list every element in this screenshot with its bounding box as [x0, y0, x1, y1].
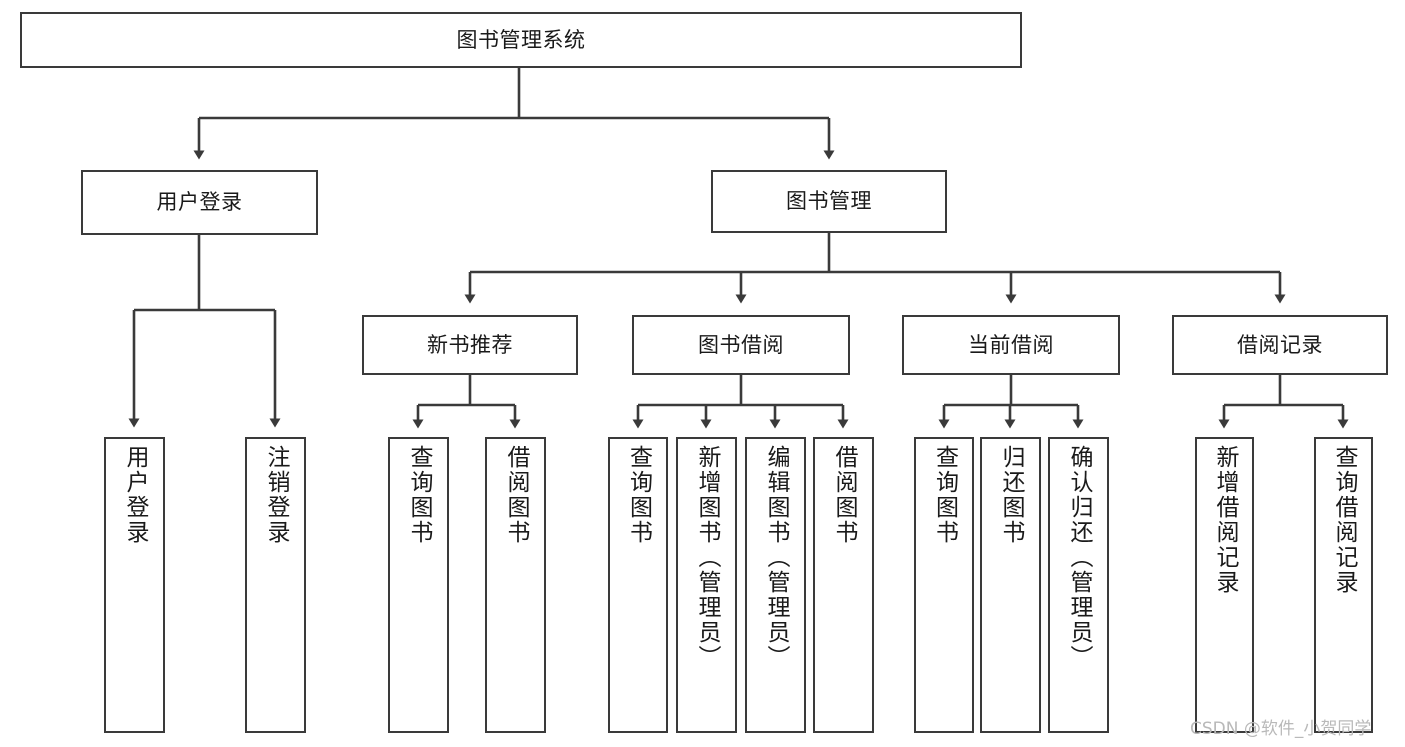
node-label: 借阅图书: [831, 445, 857, 545]
leaf-book-borrow-query[interactable]: 查询图书: [608, 437, 668, 733]
node-label: 用户登录: [156, 190, 243, 215]
leaf-current-borrow-confirm-return[interactable]: 确认归还（管理员）: [1048, 437, 1109, 733]
node-label: 图书管理系统: [456, 27, 586, 52]
node-new-book-recommend[interactable]: 新书推荐: [362, 315, 578, 375]
leaf-borrow-record-add[interactable]: 新增借阅记录: [1195, 437, 1254, 733]
node-label: 查询图书: [625, 445, 652, 545]
leaf-borrow-record-query[interactable]: 查询借阅记录: [1314, 437, 1373, 733]
leaf-book-borrow-add[interactable]: 新增图书（管理员）: [676, 437, 737, 733]
node-label: 确认归还（管理员）: [1066, 445, 1092, 670]
node-label: 借阅记录: [1237, 332, 1323, 357]
leaf-user-login-logout[interactable]: 注销登录: [245, 437, 306, 733]
leaf-current-borrow-query[interactable]: 查询图书: [914, 437, 974, 733]
leaf-current-borrow-return[interactable]: 归还图书: [980, 437, 1041, 733]
node-book-borrow[interactable]: 图书借阅: [632, 315, 850, 375]
node-current-borrow[interactable]: 当前借阅: [902, 315, 1120, 375]
leaf-book-borrow-borrow[interactable]: 借阅图书: [813, 437, 874, 733]
node-label: 图书管理: [786, 189, 872, 214]
node-root-book-management-system[interactable]: 图书管理系统: [20, 12, 1022, 68]
node-label: 当前借阅: [968, 332, 1054, 357]
leaf-book-borrow-edit[interactable]: 编辑图书（管理员）: [745, 437, 806, 733]
node-label: 查询图书: [931, 445, 958, 545]
node-label: 新书推荐: [427, 332, 513, 357]
node-label: 图书借阅: [698, 332, 784, 357]
node-label: 借阅图书: [503, 445, 529, 545]
node-user-login[interactable]: 用户登录: [81, 170, 318, 235]
node-book-management[interactable]: 图书管理: [711, 170, 947, 233]
leaf-new-book-borrow[interactable]: 借阅图书: [485, 437, 546, 733]
node-label: 新增图书（管理员）: [694, 445, 720, 670]
node-label: 查询借阅记录: [1331, 445, 1357, 595]
node-label: 注销登录: [263, 445, 289, 545]
node-label: 用户登录: [122, 445, 148, 545]
node-label: 新增借阅记录: [1212, 445, 1238, 595]
csdn-watermark: CSDN @软件_小贺同学: [1190, 719, 1372, 739]
node-label: 编辑图书（管理员）: [763, 445, 789, 670]
leaf-user-login-login[interactable]: 用户登录: [104, 437, 165, 733]
node-label: 归还图书: [998, 445, 1024, 545]
leaf-new-book-query[interactable]: 查询图书: [388, 437, 449, 733]
node-borrow-record[interactable]: 借阅记录: [1172, 315, 1388, 375]
node-label: 查询图书: [406, 445, 432, 545]
